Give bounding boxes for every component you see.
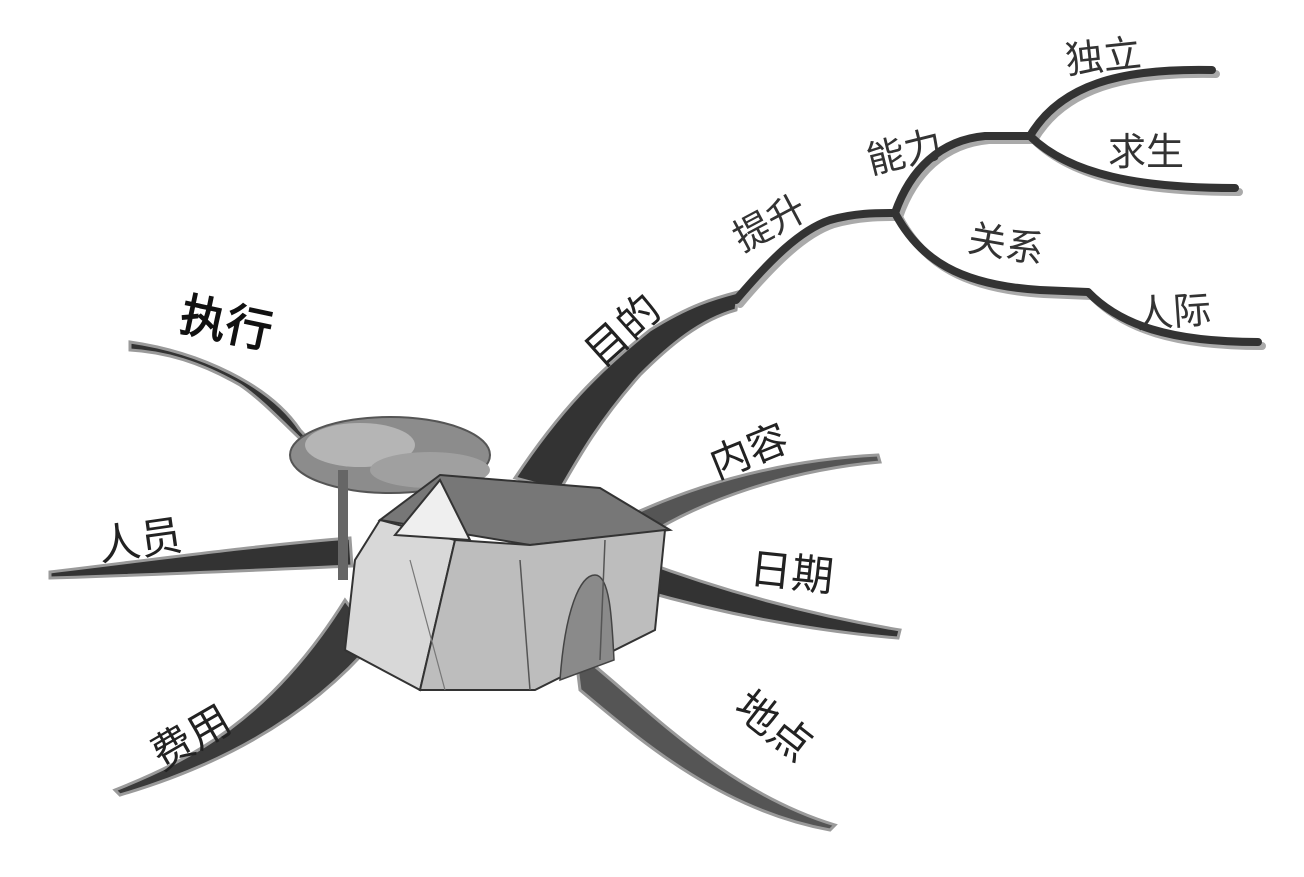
tent-with-tree-icon	[289, 416, 674, 692]
label-people: 人员	[95, 510, 185, 570]
label-date: 日期	[747, 544, 836, 602]
branch-people	[48, 536, 354, 580]
branch-date	[638, 557, 902, 640]
purpose-subtree-lines	[732, 65, 1266, 350]
label-survival: 求生	[1108, 130, 1184, 174]
tree-trunk	[338, 470, 348, 580]
label-interpersonal: 人际	[1134, 288, 1213, 337]
label-independence: 独立	[1063, 31, 1143, 83]
branch-location	[573, 646, 838, 832]
